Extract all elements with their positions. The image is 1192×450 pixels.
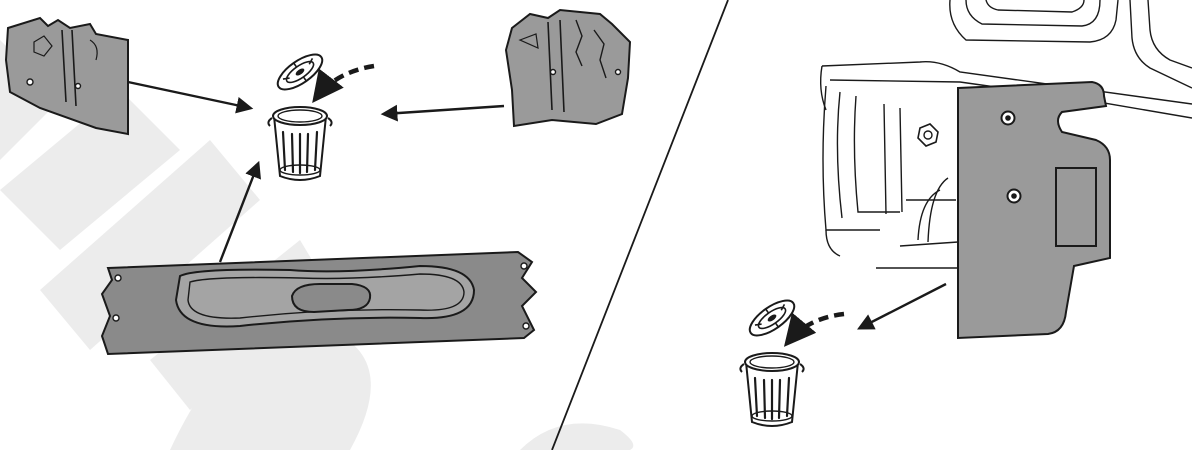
- arrows-right: [788, 284, 946, 342]
- sill-plate: [102, 252, 536, 354]
- trash-can-icon: [740, 294, 803, 426]
- trash-can-icon: [268, 48, 331, 180]
- bracket-right: [506, 10, 630, 126]
- trim-panel: [958, 82, 1110, 338]
